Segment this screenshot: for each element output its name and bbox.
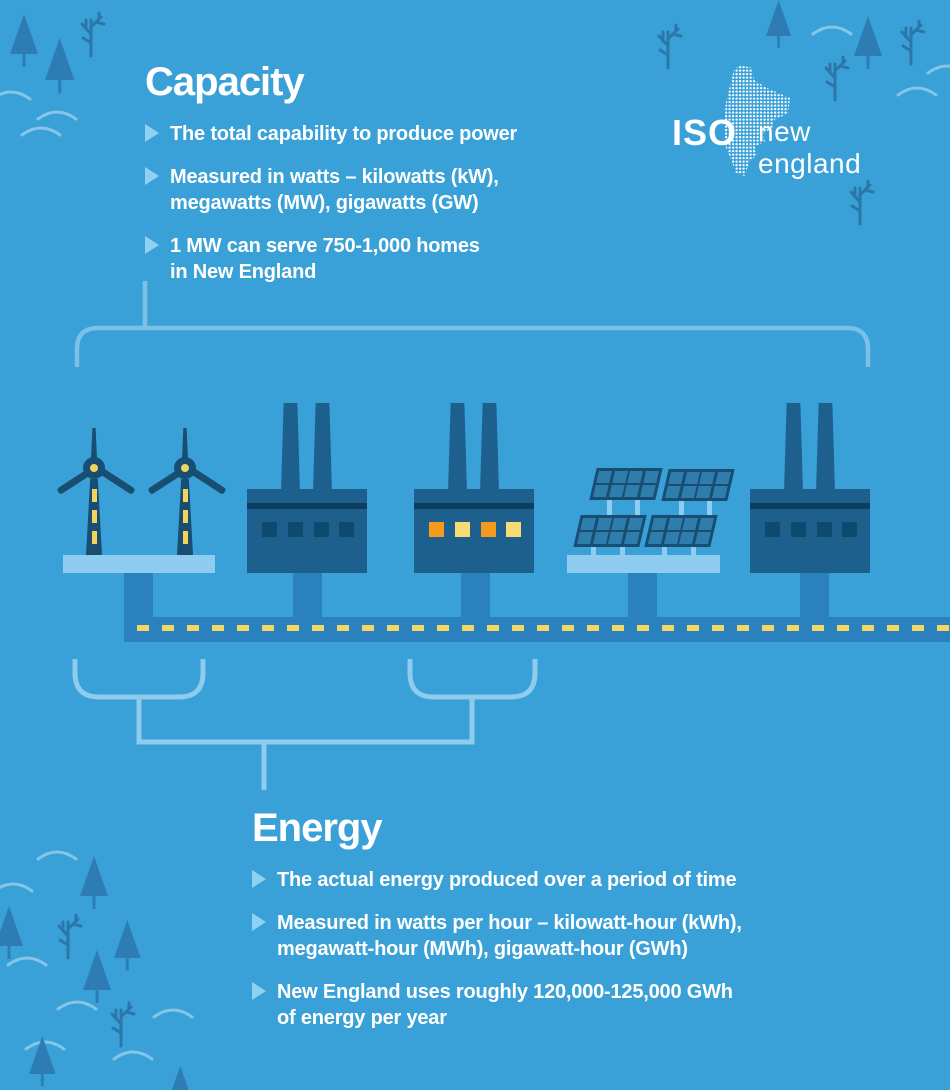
pine-tree-icon	[10, 14, 38, 67]
pine-tree-icon	[766, 0, 792, 48]
support-pier	[628, 573, 657, 618]
solar-panel	[644, 515, 718, 547]
wind-turbine-icon	[120, 428, 250, 555]
bullet-triangle-icon	[252, 982, 266, 1000]
snow-arc-icon	[56, 1000, 98, 1011]
snow-arc-icon	[36, 110, 78, 121]
solar-platform	[567, 555, 720, 573]
support-pier	[461, 573, 490, 618]
snow-arc-icon	[926, 64, 950, 75]
snow-arc-icon	[24, 1040, 66, 1051]
solar-panel	[661, 469, 735, 501]
chimney	[784, 403, 803, 491]
plant-body	[247, 489, 367, 573]
snow-arc-icon	[152, 1008, 194, 1019]
solar-panel	[589, 468, 663, 500]
turbine-tower	[177, 479, 193, 555]
pine-tree-icon	[29, 1036, 56, 1087]
capacity-bullet-3: 1 MW can serve 750-1,000 homes in New En…	[145, 233, 517, 285]
bullet-triangle-icon	[145, 167, 159, 185]
snow-arc-icon	[20, 126, 62, 137]
bullet-triangle-icon	[252, 870, 266, 888]
plant-body	[414, 489, 534, 573]
turbine-hub	[174, 457, 196, 479]
bare-tree-icon	[57, 913, 83, 960]
chimney	[816, 403, 835, 491]
energy-section: Energy The actual energy produced over a…	[252, 806, 742, 1048]
logo-region-text: new england	[758, 116, 862, 179]
turbine-tower	[86, 479, 102, 555]
plant-body	[750, 489, 870, 573]
bare-tree-icon	[849, 179, 875, 226]
capacity-title: Capacity	[145, 60, 305, 104]
pine-tree-icon	[167, 1066, 194, 1090]
capacity-bullet-2: Measured in watts – kilowatts (kW), mega…	[145, 164, 517, 216]
turbine-hub	[83, 457, 105, 479]
bullet-triangle-icon	[145, 124, 159, 142]
energy-bullet-2: Measured in watts per hour – kilowatt-ho…	[252, 910, 742, 962]
bare-tree-icon	[80, 11, 106, 58]
capacity-section: Capacity The total capability to produce…	[145, 60, 517, 302]
wind-turbine-icon	[29, 428, 159, 555]
power-plant-lit-icon	[414, 403, 534, 573]
snow-arc-icon	[0, 90, 32, 101]
bare-tree-icon	[900, 19, 926, 66]
support-pier	[124, 573, 153, 618]
chimney	[448, 403, 467, 491]
energy-bracket-line	[72, 659, 538, 790]
power-plant-icon	[750, 403, 870, 573]
bullet-triangle-icon	[145, 236, 159, 254]
pine-tree-icon	[45, 38, 75, 94]
snow-arc-icon	[112, 1050, 154, 1061]
turbine-blade	[91, 428, 97, 460]
transmission-road	[124, 617, 950, 642]
pine-tree-icon	[0, 906, 23, 959]
support-pier	[293, 573, 322, 618]
snow-arc-icon	[6, 956, 48, 967]
pine-tree-icon	[114, 920, 141, 971]
bare-tree-icon	[110, 1001, 136, 1048]
energy-bullet-3: New England uses roughly 120,000-125,000…	[252, 979, 742, 1031]
new-england-dotted-map-icon	[724, 65, 790, 176]
snow-arc-icon	[811, 25, 853, 36]
snow-arc-icon	[36, 850, 78, 861]
snow-arc-icon	[0, 882, 34, 893]
logo-iso-text: ISO	[672, 112, 738, 153]
turbine-blade	[182, 428, 188, 460]
chimney	[313, 403, 332, 491]
road-dashed-line	[137, 625, 950, 631]
solar-array-icon	[565, 465, 735, 573]
solar-panel	[573, 515, 647, 547]
bullet-triangle-icon	[252, 913, 266, 931]
capacity-bullet-1: The total capability to produce power	[145, 121, 517, 147]
support-pier	[800, 573, 829, 618]
chimney	[480, 403, 499, 491]
snow-arc-icon	[896, 86, 938, 97]
chimney	[281, 403, 300, 491]
pine-tree-icon	[80, 856, 108, 909]
energy-title: Energy	[252, 806, 383, 850]
energy-bullet-1: The actual energy produced over a period…	[252, 867, 742, 893]
power-plant-icon	[247, 403, 367, 573]
iso-new-england-logo: ISO new england	[660, 60, 890, 185]
pine-tree-icon	[83, 950, 111, 1003]
wind-platform	[63, 555, 215, 573]
